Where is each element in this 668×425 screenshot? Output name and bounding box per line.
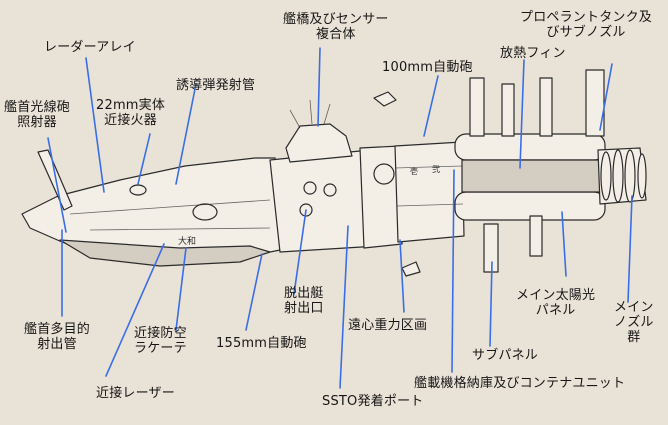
leader-ssto xyxy=(339,225,349,389)
leader-radiator xyxy=(519,59,525,169)
label-centrifugal-block: 遠心重力区画 xyxy=(348,318,428,333)
leader-100mm xyxy=(423,75,439,137)
label-bow-beam-gun: 艦首光線砲 照射器 xyxy=(4,100,70,130)
leader-ciws xyxy=(137,133,151,185)
label-ssto-port: SSTO発着ポート xyxy=(322,394,424,409)
porthole-1 xyxy=(303,181,317,195)
leader-escape xyxy=(293,209,307,295)
radiator-fin-3 xyxy=(539,77,553,137)
small-craft-lower xyxy=(401,261,421,277)
propellant-tank-mid xyxy=(461,159,603,193)
leader-sub xyxy=(489,261,493,347)
nozzle-disc-3 xyxy=(624,149,636,203)
hull-emblem xyxy=(373,163,395,185)
bow-lower-deck xyxy=(59,239,271,267)
hangar-container-box xyxy=(394,141,465,243)
leader-solar xyxy=(561,211,567,277)
nozzle-disc-1 xyxy=(600,151,612,201)
sub-panel-lower-2 xyxy=(529,215,543,257)
propellant-tank-upper xyxy=(454,133,606,161)
label-line: 射出口 xyxy=(284,301,324,316)
leader-155mm xyxy=(245,253,263,331)
label-missile-tubes: 誘導弾発射管 xyxy=(176,78,256,93)
label-main-nozzles: メイン ノズル 群 xyxy=(614,300,654,345)
bridge-antenna xyxy=(289,109,301,129)
label-line: プロペラントタンク及 xyxy=(520,10,653,25)
nozzle-disc-4 xyxy=(637,153,647,199)
small-craft-upper xyxy=(373,91,397,107)
hull-marking-one: 壱 xyxy=(410,166,418,176)
leader-centrifugal xyxy=(399,239,405,313)
label-line: 艦首多目的 xyxy=(24,322,91,337)
label-escape-pod-port: 脱出艇 射出口 xyxy=(284,286,324,316)
label-line: メイン太陽光 xyxy=(516,288,596,303)
bridge-tower xyxy=(285,123,353,163)
label-hangar-container: 艦載機格納庫及びコンテナユニット xyxy=(414,376,626,391)
sub-panel-lower xyxy=(483,223,499,273)
leader-hangar xyxy=(451,169,455,373)
label-propellant-tank: プロペラントタンク及 びサブノズル xyxy=(520,10,652,40)
turret-155mm xyxy=(192,203,218,221)
label-bow-multi-tube: 艦首多目的 射出管 xyxy=(24,322,90,352)
hull-marking-name: 大和 xyxy=(178,235,196,247)
bridge-antenna xyxy=(309,99,313,125)
label-line: ラケーテ xyxy=(134,341,187,356)
label-line: メイン xyxy=(614,300,654,315)
leader-missile xyxy=(175,83,197,185)
label-bridge-sensor: 艦橋及びセンサー 複合体 xyxy=(283,12,389,42)
bow-mast xyxy=(37,149,73,211)
leader-propellant xyxy=(599,63,613,131)
porthole-2 xyxy=(323,183,337,197)
radiator-fin-1 xyxy=(469,77,485,137)
leader-laser xyxy=(105,243,165,377)
leader-nozzle xyxy=(627,195,633,303)
hull-detail-line xyxy=(396,203,464,207)
label-radiator-fins: 放熱フィン xyxy=(500,46,566,61)
label-line: 複合体 xyxy=(316,27,356,42)
turret-forward xyxy=(129,184,147,196)
radiator-fin-2 xyxy=(501,83,515,137)
radiator-fin-4 xyxy=(585,69,605,137)
leader-bridge xyxy=(317,47,321,127)
hull-marking-two: 弐 xyxy=(432,164,440,174)
label-line: 群 xyxy=(627,330,641,345)
nozzle-disc-2 xyxy=(612,149,624,203)
label-line: 22mm実体 xyxy=(96,98,166,113)
leader-radar xyxy=(85,57,105,193)
label-ciws-22mm: 22mm実体 近接火器 xyxy=(96,98,165,128)
label-line: 艦首光線砲 xyxy=(4,100,71,115)
leader-bow-beam xyxy=(47,137,67,233)
leader-aa xyxy=(175,247,187,331)
label-radar-array: レーダーアレイ xyxy=(44,40,136,55)
label-line: パネル xyxy=(535,303,576,318)
label-line: 近接防空 xyxy=(134,326,187,341)
label-aa-rockets: 近接防空 ラケーテ xyxy=(134,326,187,356)
label-line: びサブノズル xyxy=(546,25,626,40)
label-line: 艦橋及びセンサー xyxy=(283,12,389,27)
hull-detail-line xyxy=(69,199,271,215)
label-line: 脱出艇 xyxy=(284,286,324,301)
label-gun-100mm: 100mm自動砲 xyxy=(382,60,473,75)
label-sub-panel: サブパネル xyxy=(472,348,539,363)
label-line: 照射器 xyxy=(17,115,57,130)
label-gun-155mm: 155mm自動砲 xyxy=(216,336,307,351)
label-line: 射出管 xyxy=(37,337,77,352)
bridge-antenna xyxy=(323,103,331,125)
label-line: ノズル xyxy=(614,315,654,330)
label-main-solar-panel: メイン太陽光 パネル xyxy=(516,288,595,318)
hull-detail-line xyxy=(89,227,271,231)
label-line: 近接火器 xyxy=(104,113,157,128)
label-laser-ciws: 近接レーザー xyxy=(96,386,175,401)
hull-detail-line xyxy=(394,165,463,169)
